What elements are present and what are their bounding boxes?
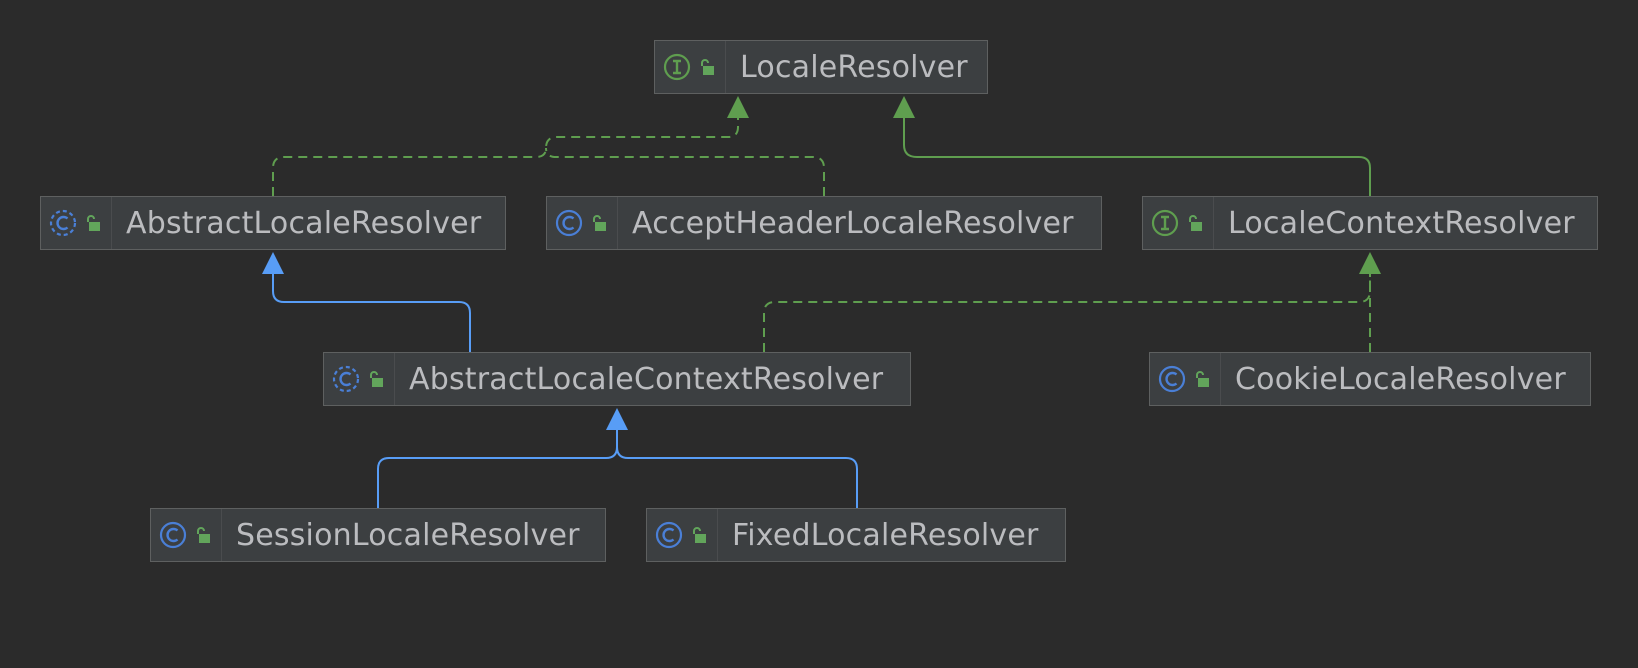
arrowhead-abstractlocaleresolver [262, 252, 284, 274]
node-icons [1143, 209, 1203, 237]
node-icons [547, 209, 607, 237]
public-unlock-icon [591, 214, 607, 232]
class-node-fixed-locale-resolver[interactable]: FixedLocaleResolver [646, 508, 1066, 562]
class-node-locale-context-resolver[interactable]: LocaleContextResolver [1142, 196, 1598, 250]
public-unlock-icon [85, 214, 101, 232]
arrowhead-abstractlocalecontextresolver [606, 408, 628, 430]
class-icon [655, 521, 683, 549]
class-name: LocaleResolver [740, 49, 968, 85]
class-node-session-locale-resolver[interactable]: SessionLocaleResolver [150, 508, 606, 562]
node-divider [725, 41, 726, 93]
class-name: LocaleContextResolver [1228, 205, 1575, 241]
class-node-abstract-locale-resolver[interactable]: AbstractLocaleResolver [40, 196, 506, 250]
arrowhead-localeresolver [893, 96, 915, 118]
node-divider [1213, 197, 1214, 249]
node-icons [1150, 365, 1210, 393]
node-divider [221, 509, 222, 561]
node-icons [655, 53, 715, 81]
class-name: CookieLocaleResolver [1235, 361, 1566, 397]
node-divider [111, 197, 112, 249]
abstract-class-icon [332, 365, 360, 393]
public-unlock-icon [691, 526, 707, 544]
public-unlock-icon [699, 58, 715, 76]
node-divider [717, 509, 718, 561]
arrowhead-localecontextresolver [1359, 252, 1381, 274]
node-icons [151, 521, 211, 549]
interface-icon [1151, 209, 1179, 237]
edge-implements-abstractlocaleresolver-to-localeresolver [272, 116, 739, 196]
abstract-class-icon [49, 209, 77, 237]
class-name: FixedLocaleResolver [732, 517, 1039, 553]
class-name: AcceptHeaderLocaleResolver [632, 205, 1074, 241]
class-node-cookie-locale-resolver[interactable]: CookieLocaleResolver [1149, 352, 1591, 406]
node-icons [647, 521, 707, 549]
class-icon [159, 521, 187, 549]
class-node-locale-resolver[interactable]: LocaleResolver [654, 40, 988, 94]
node-divider [1220, 353, 1221, 405]
class-name: AbstractLocaleContextResolver [409, 361, 884, 397]
node-divider [617, 197, 618, 249]
edge-implements-acceptheaderlocaleresolver-to-localeresolver [545, 147, 825, 196]
edge-extends-sessionlocaleresolver-to-abstractlocalecontextresolver [377, 446, 858, 508]
class-node-accept-header-locale-resolver[interactable]: AcceptHeaderLocaleResolver [546, 196, 1102, 250]
class-icon [555, 209, 583, 237]
node-icons [324, 365, 384, 393]
public-unlock-icon [1187, 214, 1203, 232]
public-unlock-icon [195, 526, 211, 544]
edge-extends-interface-localecontextresolver-to-localeresolver [903, 116, 1371, 196]
node-icons [41, 209, 101, 237]
edge-extends-abstractlocalecontextresolver-to-abstractlocaleresolver [272, 272, 471, 352]
node-divider [394, 353, 395, 405]
class-name: SessionLocaleResolver [236, 517, 580, 553]
edge-implements-abstractlocalecontextresolver-to-localecontextresolver [763, 272, 1371, 352]
public-unlock-icon [368, 370, 384, 388]
arrowhead-localeresolver [727, 96, 749, 118]
interface-icon [663, 53, 691, 81]
class-icon [1158, 365, 1186, 393]
class-node-abstract-locale-context-resolver[interactable]: AbstractLocaleContextResolver [323, 352, 911, 406]
class-name: AbstractLocaleResolver [126, 205, 482, 241]
public-unlock-icon [1194, 370, 1210, 388]
